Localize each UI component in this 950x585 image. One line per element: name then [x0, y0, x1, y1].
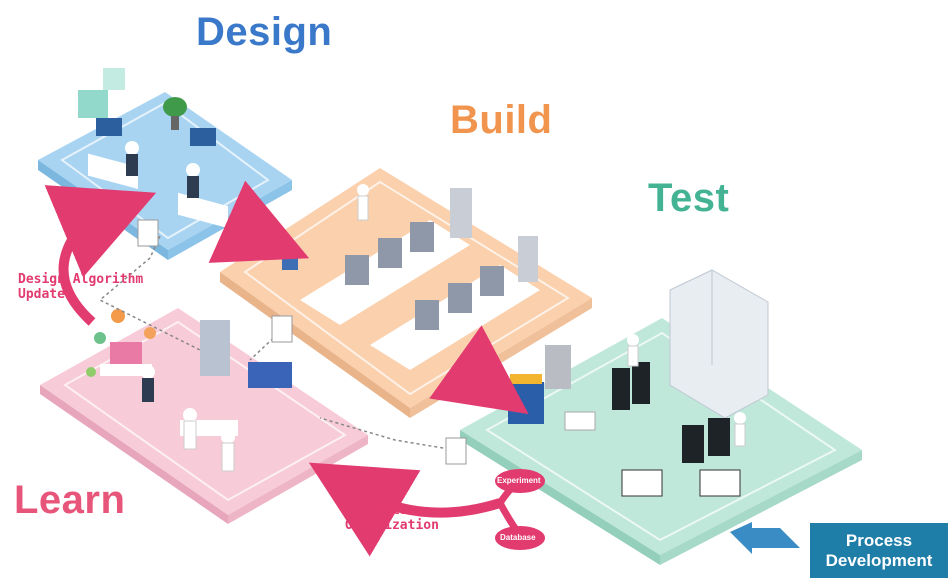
test-platform	[460, 269, 862, 565]
process-label-line2: Development	[825, 550, 933, 570]
hplc-icon	[632, 362, 650, 404]
hplc-icon	[708, 418, 730, 456]
monitor-icon	[110, 342, 142, 364]
design-algorithm-update-label: Design Algorithm Update	[18, 272, 143, 302]
hplc-icon	[682, 425, 704, 463]
person-icon	[125, 141, 139, 155]
molecule-icon	[144, 327, 156, 339]
learn-to-design-arrow	[44, 185, 157, 326]
molecule-icon	[94, 332, 106, 344]
bioreactor-icon	[508, 382, 544, 424]
learn-platform	[40, 308, 368, 524]
liquid-handler-icon	[345, 255, 369, 285]
monitor-icon	[248, 362, 292, 388]
molecule-icon	[86, 367, 96, 377]
stage-title-learn: Learn	[14, 478, 126, 522]
liquid-handler-icon	[448, 283, 472, 313]
data-organization-label: Data Organization	[345, 503, 439, 533]
analyzer-icon	[621, 469, 663, 497]
liquid-handler-icon	[378, 238, 402, 268]
molecule-icon	[111, 309, 125, 323]
person-icon	[141, 365, 155, 379]
server-rack-icon	[518, 236, 538, 282]
person-icon	[734, 412, 746, 424]
database-label: Database	[500, 533, 536, 542]
person-icon	[183, 408, 197, 422]
plant-icon	[163, 97, 187, 117]
document-icon	[271, 315, 293, 343]
person-icon	[186, 163, 200, 177]
analyzer-icon	[545, 345, 571, 389]
liquid-handler-icon	[415, 300, 439, 330]
person-icon	[221, 430, 235, 444]
process-development-label: Process Development	[810, 523, 948, 578]
liquid-handler-icon	[410, 222, 434, 252]
update-label-line2: Update	[18, 287, 65, 302]
liquid-handler-icon	[480, 266, 504, 296]
server-rack-icon	[200, 320, 230, 376]
desk-icon	[88, 153, 138, 189]
person-icon	[357, 184, 369, 196]
process-arrow	[730, 522, 948, 578]
build-to-test-arrow	[429, 325, 529, 415]
analyzer-icon	[699, 469, 741, 497]
server-rack-icon	[450, 188, 472, 238]
data-label-line2: Organization	[345, 518, 439, 533]
test-to-learn-arrow	[308, 462, 502, 557]
update-label-line1: Design Algorithm	[18, 272, 144, 287]
stage-title-design: Design	[196, 10, 333, 54]
monitor-icon	[190, 128, 216, 146]
hologram-screen-icon	[78, 90, 108, 118]
cycle-arrows	[44, 180, 545, 557]
hplc-icon	[612, 368, 630, 410]
experiment-label: Experiment	[497, 476, 541, 485]
document-icon	[445, 437, 467, 465]
person-icon	[627, 334, 639, 346]
document-icon	[137, 219, 159, 247]
data-label-line1: Data	[376, 503, 408, 518]
experiment-pill	[495, 469, 545, 493]
reagent-box-icon	[282, 252, 298, 270]
stage-title-build: Build	[450, 98, 553, 142]
monitor-icon	[96, 118, 122, 136]
design-to-build-arrow	[208, 180, 310, 263]
stage-title-test: Test	[648, 176, 730, 220]
process-box	[810, 523, 948, 578]
process-label-line1: Process	[845, 530, 913, 550]
process-arrow-icon	[730, 522, 800, 554]
database-pill	[495, 526, 545, 550]
